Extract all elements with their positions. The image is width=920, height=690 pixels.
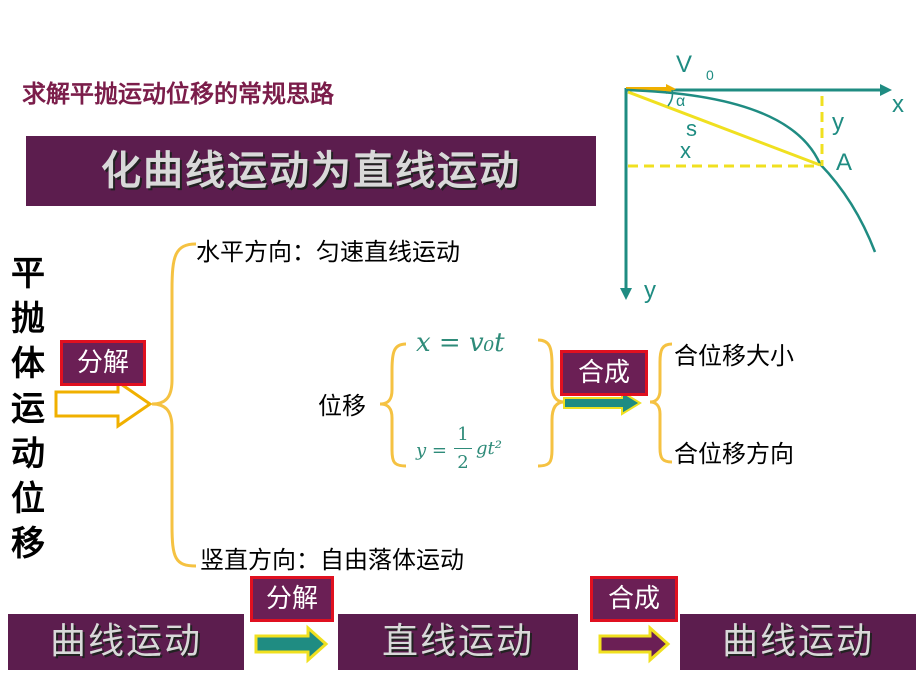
bottom-tag-compose: 合成	[590, 576, 678, 622]
displacement-brace	[379, 342, 407, 468]
decompose-tag: 分解	[60, 340, 146, 386]
vertical-motion: 竖直方向：自由落体运动	[200, 546, 464, 574]
point-a-label: A	[836, 149, 852, 176]
vertical-char: 移	[11, 524, 45, 564]
vertical-char: 位	[11, 479, 45, 519]
formula-y-denominator: 2	[457, 452, 469, 473]
compose-tag: 合成	[560, 350, 648, 396]
left-vertical-label: 平 抛 体 运 动 位 移	[6, 252, 50, 567]
bottom-box-straight: 直线运动	[338, 614, 578, 670]
angle-arc	[667, 89, 674, 107]
trajectory-curve	[625, 88, 877, 253]
x-segment-label: x	[680, 138, 691, 163]
alpha-label: α	[676, 93, 685, 110]
displacement-label: 位移	[318, 392, 366, 420]
decompose-brace	[151, 242, 197, 568]
y-axis-arrowhead	[620, 288, 632, 300]
formula-x: x = v₀t	[416, 328, 505, 358]
result-direction: 合位移方向	[674, 440, 794, 468]
vertical-char: 抛	[11, 299, 45, 339]
y-axis-label: y	[644, 277, 656, 304]
vertical-char: 平	[11, 254, 45, 294]
v0-subscript: 0	[706, 67, 714, 83]
page-title: 求解平抛运动位移的常规思路	[22, 80, 334, 108]
formula-y: y = 1 2 gt²	[416, 424, 536, 480]
decompose-arrow	[54, 379, 153, 429]
bottom-box-curve-2: 曲线运动	[680, 614, 916, 670]
bottom-arrow-decompose	[254, 624, 329, 664]
formula-y-rest: gt²	[476, 438, 502, 459]
bottom-arrow-compose	[598, 624, 671, 664]
y-segment-label: y	[832, 109, 844, 136]
result-brace	[649, 342, 673, 464]
banner: 化曲线运动为直线运动	[26, 136, 596, 206]
s-label: s	[686, 116, 697, 141]
vertical-char: 体	[11, 344, 45, 384]
horizontal-motion: 水平方向：匀速直线运动	[196, 238, 460, 266]
formula-y-lhs: y =	[416, 440, 447, 461]
x-axis-label: x	[892, 91, 904, 118]
v0-label: V	[676, 51, 692, 78]
bottom-tag-decompose: 分解	[250, 576, 334, 622]
fraction-bar	[454, 448, 472, 449]
result-magnitude: 合位移大小	[674, 342, 794, 370]
compose-arrow	[563, 390, 642, 416]
bottom-box-curve-1: 曲线运动	[8, 614, 244, 670]
vertical-char: 运	[11, 389, 45, 429]
formula-y-numerator: 1	[457, 424, 469, 445]
displacement-line	[627, 90, 821, 167]
x-axis-arrowhead	[880, 84, 892, 96]
vertical-char: 动	[11, 434, 45, 474]
